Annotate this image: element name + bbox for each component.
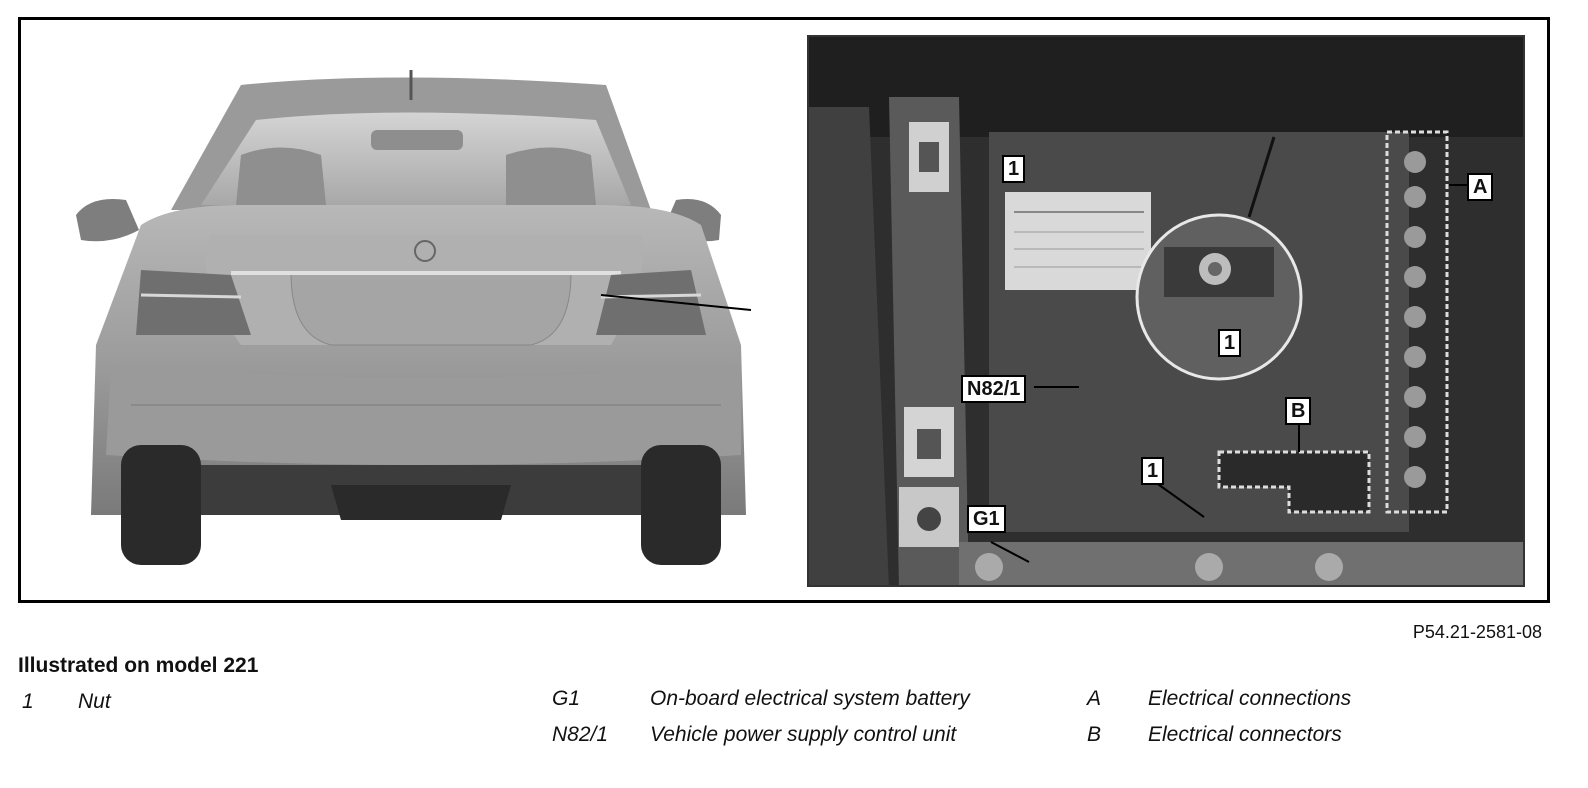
legend-desc-nut: Nut [78, 690, 111, 713]
legend-code-control-unit: N82/1 [552, 723, 609, 746]
legend-desc-connections: Electrical connections [1148, 687, 1352, 710]
callout-nut-bottom: 1 [1141, 457, 1165, 485]
car-rear-illustration [76, 70, 751, 565]
legend-code-connectors: B [1087, 723, 1102, 746]
legend-code-nut: 1 [22, 690, 34, 713]
callout-control-unit: N82/1 [961, 375, 1027, 403]
legend-code-battery: G1 [552, 687, 581, 710]
legend-code-connections: A [1087, 687, 1102, 710]
battery-area-photo [809, 37, 1523, 585]
detail-photo: 1 1 1 N82/1 G1 A B [807, 35, 1525, 587]
legend-desc-battery: On-board electrical system battery [650, 687, 970, 710]
legend-desc-control-unit: Vehicle power supply control unit [650, 723, 957, 746]
callout-connectors: B [1285, 397, 1312, 425]
caption-title: Illustrated on model 221 [18, 654, 259, 677]
callout-battery: G1 [967, 505, 1006, 533]
figure-frame: 1 1 1 N82/1 G1 A B [18, 17, 1550, 603]
callout-nut-top: 1 [1002, 155, 1026, 183]
legend-desc-connectors: Electrical connectors [1148, 723, 1342, 746]
figure-code: P54.21-2581-08 [1412, 622, 1542, 642]
callout-connections: A [1467, 173, 1494, 201]
callout-nut-magnifier: 1 [1218, 329, 1242, 357]
